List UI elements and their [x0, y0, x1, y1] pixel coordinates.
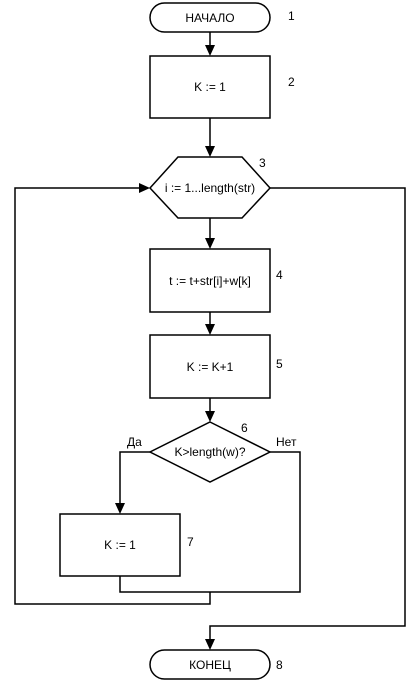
arrowhead-increment [205, 324, 215, 335]
start-label: НАЧАЛО [185, 11, 234, 25]
connectors [14, 32, 406, 644]
loop-label: i := 1...length(str) [165, 181, 255, 195]
reset-k-process: K := 1 7 [59, 513, 194, 577]
condition-no-label: Нет [276, 435, 297, 449]
arrowheads [115, 45, 215, 650]
increment-k-number: 5 [276, 357, 283, 371]
condition-number: 6 [241, 421, 248, 435]
arrowhead-reset [115, 503, 125, 514]
arrowhead-accumulate [205, 238, 215, 249]
init-k-label: K := 1 [194, 80, 226, 94]
loop-number: 3 [259, 156, 266, 170]
connector-loop-exit [209, 187, 406, 644]
arrowhead-condition [205, 411, 215, 422]
end-terminator: КОНЕЦ 8 [149, 649, 283, 680]
increment-k-label: K := K+1 [187, 360, 234, 374]
start-terminator: НАЧАЛО 1 [149, 2, 295, 33]
end-number: 8 [276, 658, 283, 672]
arrowhead-end [205, 639, 215, 650]
arrowhead-loop-back [139, 183, 150, 193]
end-label: КОНЕЦ [189, 658, 231, 672]
start-number: 1 [288, 9, 295, 23]
reset-k-label: K := 1 [104, 538, 136, 552]
accumulate-label: t := t+str[i]+w[k] [169, 274, 251, 288]
accumulate-number: 4 [276, 268, 283, 282]
accumulate-process: t := t+str[i]+w[k] 4 [149, 248, 283, 313]
init-k-number: 2 [288, 75, 295, 89]
reset-k-number: 7 [187, 535, 194, 549]
init-k-process: K := 1 2 [149, 55, 295, 119]
increment-k-process: K := K+1 5 [149, 334, 283, 399]
condition-yes-label: Да [127, 435, 142, 449]
loop-block: i := 1...length(str) 3 [148, 156, 272, 219]
arrowhead-init [205, 45, 215, 56]
condition-label: K>length(w)? [174, 445, 245, 459]
connector-loop-back [14, 187, 211, 605]
arrowhead-loop [205, 146, 215, 157]
connector-no-branch [119, 451, 301, 593]
condition-decision: K>length(w)? 6 Да Нет [127, 421, 297, 483]
connector-yes-branch [119, 451, 150, 508]
